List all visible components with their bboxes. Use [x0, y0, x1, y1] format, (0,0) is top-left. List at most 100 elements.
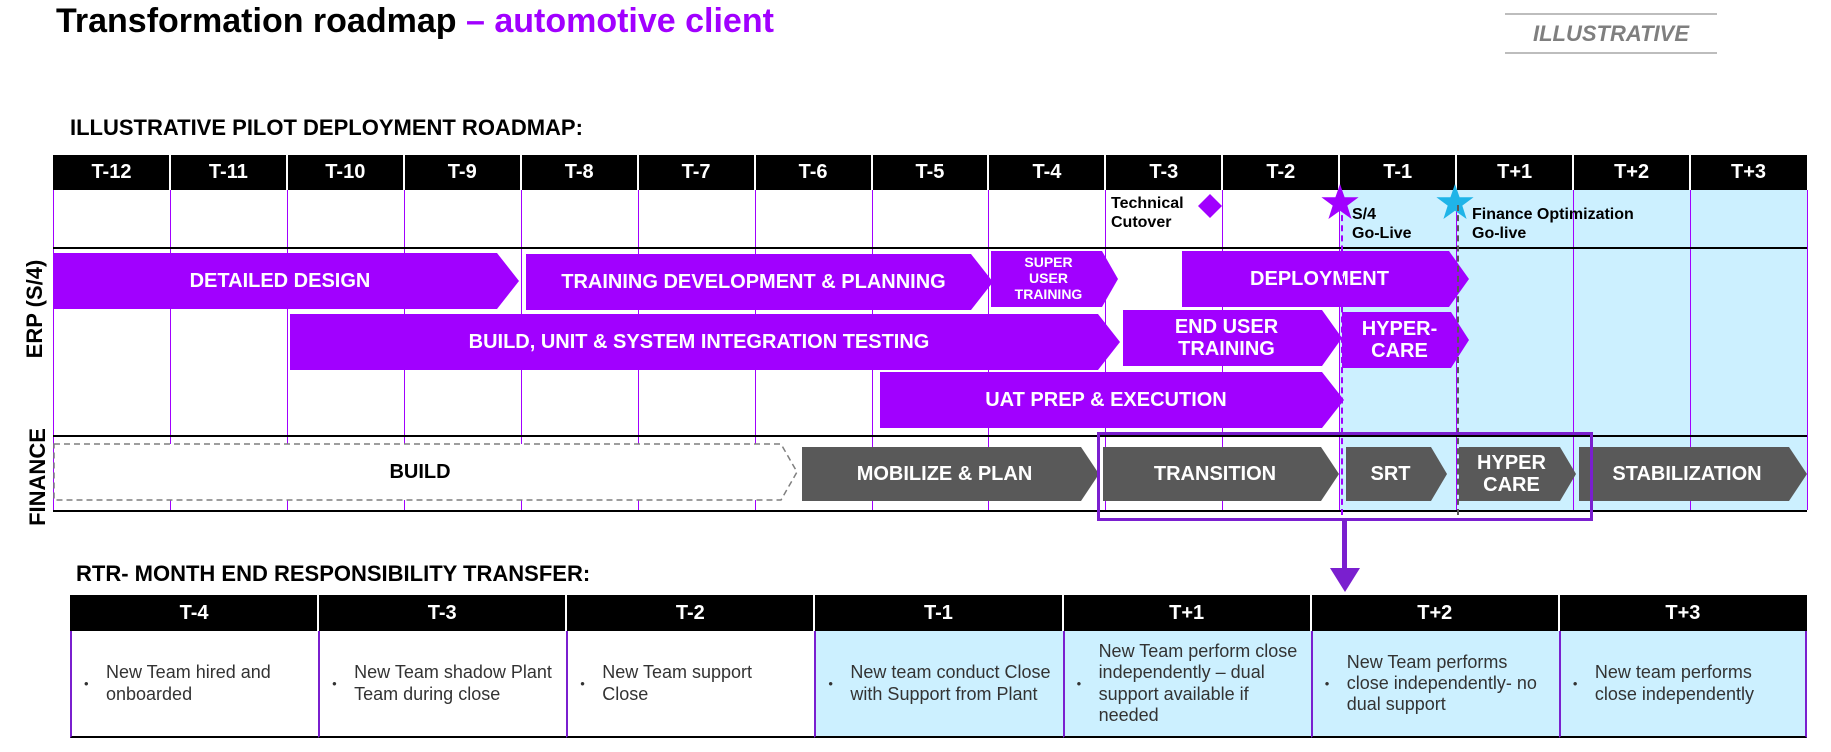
rtr-cell-tplus1: • New Team perform close independently – …: [1062, 631, 1311, 738]
rtr-header-tplus1: T+1: [1169, 601, 1205, 624]
rtr-cell-tminus1: • New team conduct Close with Support fro…: [814, 631, 1063, 738]
title-main: Transformation roadmap: [56, 2, 457, 40]
period-header-separator: [1104, 155, 1107, 190]
period-header-separator: [519, 155, 522, 190]
period-header-separator: [1572, 155, 1575, 190]
period-header-separator: [168, 155, 171, 190]
period-header-separator: [870, 155, 873, 190]
arrow-down-icon: [1330, 568, 1360, 592]
rtr-header-separator: [1309, 595, 1312, 631]
bar-deployment: DEPLOYMENT: [1182, 251, 1469, 307]
rtr-cell-tminus2: • New Team support Close: [566, 631, 815, 738]
period-header-separator: [402, 155, 405, 190]
rtr-header-tplus3: T+3: [1665, 601, 1701, 624]
period-tminus3: T-3: [1149, 161, 1179, 183]
star-s4-golive-icon: [1321, 184, 1359, 219]
bar-build-unit-sit: BUILD, UNIT & SYSTEM INTEGRATION TESTING: [290, 314, 1120, 370]
period-header-separator: [1689, 155, 1692, 190]
period-header-separator: [1338, 155, 1341, 190]
illustrative-badge: ILLUSTRATIVE: [1505, 13, 1717, 54]
rtr-header-tminus3: T-3: [427, 601, 457, 624]
period-tminus12: T-12: [91, 161, 132, 183]
finance-golive-dashed-line: [1457, 205, 1459, 515]
period-tminus10: T-10: [325, 161, 366, 183]
grid-column-line: [286, 190, 288, 510]
rtr-header-separator: [565, 595, 568, 631]
rtr-cell-tplus2: •New Team performs close independently- …: [1310, 631, 1559, 738]
bullet-icon: •: [1324, 675, 1330, 691]
period-header-separator: [1221, 155, 1224, 190]
rtr-cell-tplus3: •New team performs close independently: [1558, 631, 1807, 738]
bullet-icon: •: [332, 675, 337, 691]
period-tminus6: T-6: [798, 161, 828, 183]
arrow-shaft: [1342, 521, 1347, 571]
rtr-cell-text: New Team support Close: [602, 662, 753, 704]
milestone-s4-golive-label: S/4 Go-Live: [1352, 206, 1412, 242]
rtr-cell-tminus4: • New Team hired and onboarded: [70, 631, 319, 738]
period-tplus1: T+1: [1497, 161, 1533, 183]
bar-srt: SRT: [1346, 447, 1447, 501]
milestone-finance-golive-label: Finance Optimization Go-live: [1472, 206, 1634, 242]
bar-build-label: BUILD: [389, 460, 451, 483]
period-tminus4: T-4: [1032, 161, 1062, 183]
period-tplus3: T+3: [1731, 161, 1767, 183]
period-header-separator: [1455, 155, 1458, 190]
rtr-cell-text: New team conduct Close with Support from…: [850, 662, 1051, 704]
grid-column-line: [169, 190, 171, 510]
diamond-milestone-icon: [1198, 194, 1222, 218]
rtr-cell-text: New Team perform close independently – d…: [1098, 641, 1298, 725]
bullet-icon: •: [84, 675, 89, 691]
bar-uat-prep: UAT PREP & EXECUTION: [880, 372, 1344, 428]
period-header-separator: [753, 155, 756, 190]
rtr-cell-text: New Team hired and onboarded: [106, 662, 271, 704]
title-accent: – automotive client: [456, 2, 774, 40]
bar-build-outline: [53, 443, 798, 501]
row-label-erp: ERP (S/4): [22, 259, 47, 359]
bar-finance-hypercare: HYPER CARE: [1459, 447, 1576, 501]
bullet-icon: •: [580, 675, 585, 691]
period-tplus2: T+2: [1614, 161, 1650, 183]
rtr-header-tplus2: T+2: [1417, 601, 1453, 624]
rtr-cell-text: New Team shadow Plant Team during close: [354, 662, 552, 704]
roadmap-bottom-line: [53, 510, 1807, 512]
rtr-header-tminus1: T-1: [924, 601, 953, 624]
rtr-heading: RTR- MONTH END RESPONSIBILITY TRANSFER:: [76, 561, 591, 586]
period-tminus2: T-2: [1266, 161, 1296, 183]
bar-training-development: TRAINING DEVELOPMENT & PLANNING: [526, 254, 993, 310]
period-tminus11: T-11: [208, 161, 248, 183]
grid-column-line: [1339, 190, 1341, 510]
page-title: Transformation roadmap – automotive clie…: [56, 2, 774, 41]
row-label-finance: FINANCE: [25, 428, 50, 526]
rtr-header-separator: [317, 595, 320, 631]
rtr-cell-text: New team performs close independently: [1594, 662, 1754, 704]
bar-mobilize-plan: MOBILIZE & PLAN: [802, 447, 1099, 501]
grid-column-line: [1573, 190, 1575, 510]
erp-finance-divider: [53, 435, 1807, 437]
grid-column-line: [1690, 190, 1692, 510]
milestone-technical-cutover-label: Technical Cutover: [1111, 195, 1184, 231]
bullet-icon: •: [828, 675, 833, 691]
bar-transition: TRANSITION: [1103, 447, 1339, 501]
milestone-row-divider: [53, 247, 1807, 249]
bar-detailed-design: DETAILED DESIGN: [53, 253, 519, 309]
period-header-bar: [53, 155, 1807, 190]
grid-column-line: [1807, 190, 1808, 510]
grid-column-line: [53, 190, 54, 510]
period-tminus9: T-9: [447, 161, 477, 183]
period-header-separator: [285, 155, 288, 190]
bullet-icon: •: [1076, 675, 1082, 691]
bar-end-user-training: END USER TRAINING: [1123, 310, 1342, 366]
rtr-header-separator: [1557, 595, 1560, 631]
transition-highlight-frame: [1097, 432, 1593, 521]
rtr-header-tminus2: T-2: [675, 601, 705, 624]
period-tminus5: T-5: [915, 161, 945, 183]
period-tminus8: T-8: [564, 161, 594, 183]
rtr-header-bar: [70, 595, 1807, 631]
roadmap-heading: ILLUSTRATIVE PILOT DEPLOYMENT ROADMAP:: [70, 115, 583, 140]
rtr-header-tminus4: T-4: [179, 601, 209, 624]
bar-stabilization: STABILIZATION: [1579, 447, 1807, 501]
period-tminus1: T-1: [1383, 161, 1413, 183]
rtr-header-separator: [813, 595, 816, 631]
s4-golive-dashed-line: [1341, 205, 1343, 515]
period-header-separator: [636, 155, 639, 190]
